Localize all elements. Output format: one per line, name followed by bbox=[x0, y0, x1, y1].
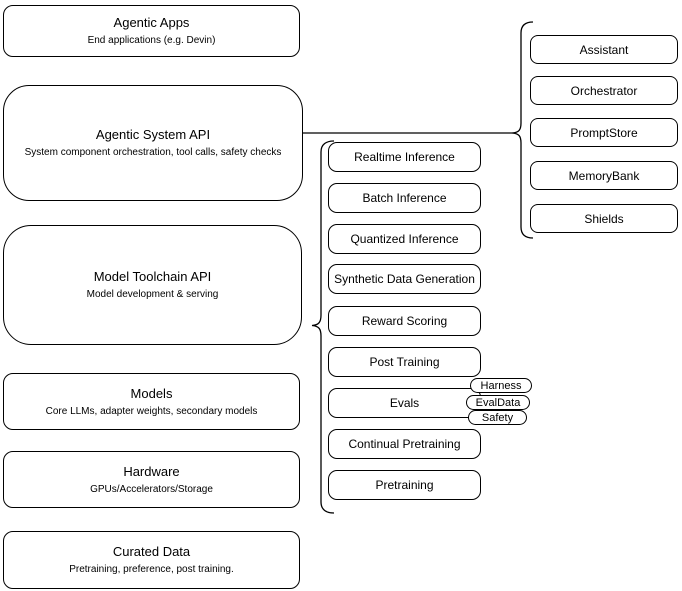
tag-label: Harness bbox=[480, 379, 522, 392]
box-title: Hardware bbox=[123, 463, 180, 479]
tag-label: Safety bbox=[481, 411, 514, 424]
node-post-training: Post Training bbox=[328, 347, 481, 377]
node-realtime-inference: Realtime Inference bbox=[328, 142, 481, 172]
stack-box-agentic-apps: Agentic Apps End applications (e.g. Devi… bbox=[3, 5, 300, 57]
component-label: MemoryBank bbox=[568, 168, 640, 183]
node-synthetic-data-generation: Synthetic Data Generation bbox=[328, 264, 481, 294]
box-title: Curated Data bbox=[112, 544, 191, 559]
node-quantized-inference: Quantized Inference bbox=[328, 224, 481, 254]
stack-box-hardware: Hardware GPUs/Accelerators/Storage bbox=[3, 451, 300, 508]
node-label: Evals bbox=[389, 396, 420, 410]
component-memorybank: MemoryBank bbox=[530, 161, 678, 190]
component-assistant: Assistant bbox=[530, 35, 678, 64]
tag-evaldata: EvalData bbox=[466, 395, 530, 410]
box-subtitle: Pretraining, preference, post training. bbox=[69, 564, 234, 575]
node-label: Pretraining bbox=[375, 478, 434, 492]
node-reward-scoring: Reward Scoring bbox=[328, 306, 481, 336]
node-pretraining: Pretraining bbox=[328, 470, 481, 500]
box-title: Agentic System API bbox=[95, 127, 211, 142]
node-label: Quantized Inference bbox=[350, 232, 459, 246]
node-label: Batch Inference bbox=[362, 191, 447, 205]
stack-box-agentic-system-api: Agentic System API System component orch… bbox=[3, 85, 303, 201]
tag-harness: Harness bbox=[470, 378, 532, 393]
component-orchestrator: Orchestrator bbox=[530, 76, 678, 105]
node-label: Continual Pretraining bbox=[348, 437, 461, 451]
component-shields: Shields bbox=[530, 204, 678, 233]
node-batch-inference: Batch Inference bbox=[328, 183, 481, 213]
stack-box-models: Models Core LLMs, adapter weights, secon… bbox=[3, 373, 300, 430]
box-subtitle: Core LLMs, adapter weights, secondary mo… bbox=[45, 405, 258, 417]
box-subtitle: GPUs/Accelerators/Storage bbox=[90, 483, 213, 495]
box-subtitle: Model development & serving bbox=[86, 289, 219, 300]
box-subtitle: End applications (e.g. Devin) bbox=[87, 35, 216, 46]
stack-box-curated-data: Curated Data Pretraining, preference, po… bbox=[3, 531, 300, 589]
component-label: Orchestrator bbox=[570, 83, 638, 98]
component-label: PromptStore bbox=[570, 125, 638, 140]
stack-box-model-toolchain-api: Model Toolchain API Model development & … bbox=[3, 225, 302, 345]
component-label: Assistant bbox=[579, 42, 629, 57]
component-promptstore: PromptStore bbox=[530, 118, 678, 147]
node-label: Realtime Inference bbox=[354, 150, 455, 164]
box-title: Agentic Apps bbox=[113, 15, 190, 30]
brace-toolchain bbox=[311, 140, 335, 514]
box-title: Model Toolchain API bbox=[93, 269, 212, 284]
box-title: Models bbox=[130, 385, 173, 401]
node-evals: Evals bbox=[328, 388, 481, 418]
node-continual-pretraining: Continual Pretraining bbox=[328, 429, 481, 459]
component-label: Shields bbox=[584, 211, 624, 226]
box-subtitle: System component orchestration, tool cal… bbox=[24, 147, 282, 158]
brace-system-components bbox=[511, 21, 534, 239]
tag-safety: Safety bbox=[468, 410, 527, 425]
node-label: Synthetic Data Generation bbox=[334, 272, 475, 286]
node-label: Reward Scoring bbox=[361, 314, 448, 328]
node-label: Post Training bbox=[369, 355, 440, 369]
tag-label: EvalData bbox=[475, 396, 521, 409]
